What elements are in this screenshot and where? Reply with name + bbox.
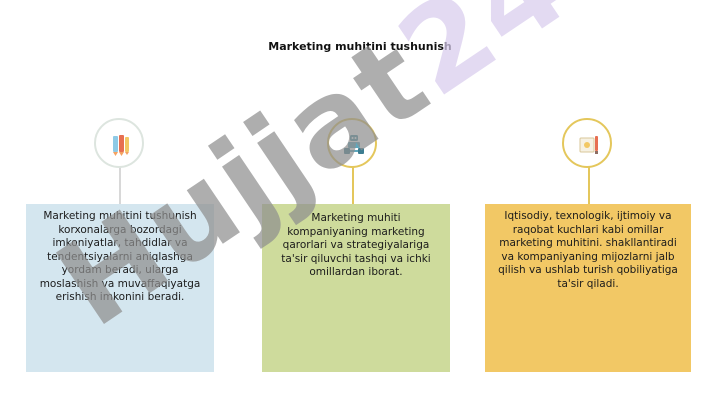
info-card-2: Marketing muhiti kompaniyaning marketing… xyxy=(262,204,450,372)
info-card-2-text: Marketing muhiti kompaniyaning marketing… xyxy=(281,212,431,278)
robot-toy-icon xyxy=(327,118,377,168)
slide-title: Marketing muhitini tushunish xyxy=(268,40,452,53)
pencils-icon xyxy=(94,118,144,168)
info-card-3-text: Iqtisodiy, texnologik, ijtimoiy va raqob… xyxy=(498,210,678,290)
info-card-1-text: Marketing muhitini tushunish korxonalarg… xyxy=(39,210,201,303)
canvas-brush-icon xyxy=(562,118,612,168)
connector-3 xyxy=(588,166,590,206)
connector-2 xyxy=(352,166,354,206)
info-card-1: Marketing muhitini tushunish korxonalarg… xyxy=(26,204,214,372)
connector-1 xyxy=(119,166,121,206)
info-card-3: Iqtisodiy, texnologik, ijtimoiy va raqob… xyxy=(485,204,691,372)
